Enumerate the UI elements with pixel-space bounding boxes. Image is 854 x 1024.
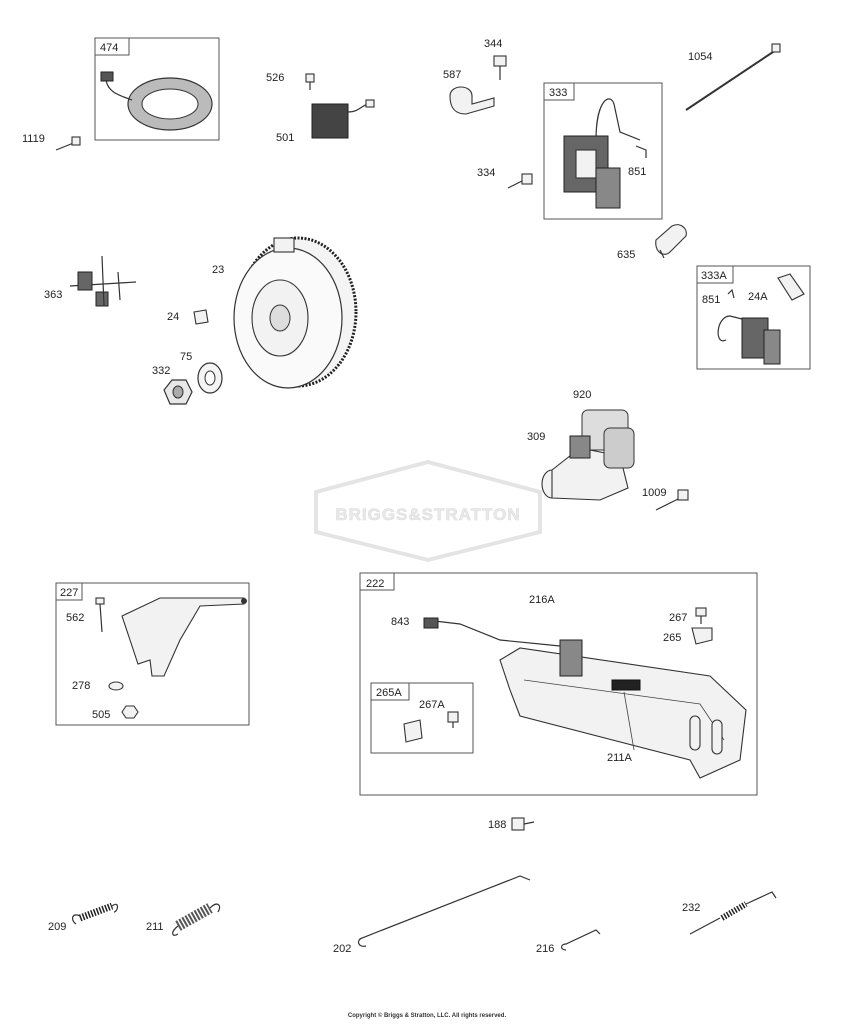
label-211A: 211A <box>607 752 633 764</box>
label-587: 587 <box>443 69 461 81</box>
box-333 <box>543 82 663 220</box>
armature-333A-part[interactable] <box>717 273 805 365</box>
brand-watermark: BRIGGS&STRATTON <box>314 459 542 563</box>
label-75: 75 <box>180 351 192 363</box>
bracket-265A-part[interactable] <box>403 711 459 743</box>
spring-232-part[interactable] <box>689 891 777 935</box>
washer-278-part[interactable] <box>108 681 124 691</box>
key-24-part[interactable] <box>193 309 209 325</box>
box-label-333: 333 <box>549 87 567 99</box>
copyright-notice: Copyright © Briggs & Stratton, LLC. All … <box>347 1013 507 1019</box>
box-222 <box>359 572 758 796</box>
bolt-1119-part[interactable] <box>55 136 81 151</box>
link-rod-202-part[interactable] <box>357 875 531 947</box>
label-344: 344 <box>484 38 502 50</box>
label-211: 211 <box>146 921 164 933</box>
label-232: 232 <box>682 902 700 914</box>
label-267: 267 <box>669 612 687 624</box>
flywheel-23-part[interactable] <box>233 236 358 389</box>
label-23: 23 <box>212 264 224 276</box>
link-rod-216-part[interactable] <box>560 929 601 951</box>
spring-211-part[interactable] <box>172 903 221 936</box>
label-209: 209 <box>48 921 66 933</box>
washer-75-part[interactable] <box>197 362 223 394</box>
label-24: 24 <box>167 311 179 323</box>
label-188: 188 <box>488 819 506 831</box>
label-843: 843 <box>391 616 409 628</box>
label-332: 332 <box>152 365 170 377</box>
label-309: 309 <box>527 431 545 443</box>
label-851: 851 <box>628 166 646 178</box>
label-1119: 1119 <box>22 133 45 145</box>
label-851b: 851 <box>702 294 720 306</box>
box-label-333A: 333A <box>701 270 727 282</box>
stator-part[interactable] <box>100 71 213 131</box>
cable-tie-1054-part[interactable] <box>685 43 781 111</box>
label-505: 505 <box>92 709 110 721</box>
armature-333-part[interactable] <box>563 98 641 209</box>
box-227 <box>55 582 250 726</box>
clip-851-part[interactable] <box>635 145 647 158</box>
screw-526-part[interactable] <box>305 73 315 90</box>
label-526: 526 <box>266 72 284 84</box>
spark-plug-boot-635-part[interactable] <box>655 224 687 259</box>
bracket-227-part[interactable] <box>121 597 247 677</box>
box-474 <box>94 37 220 141</box>
governor-control-222-part[interactable] <box>423 607 747 779</box>
clamp-587-part[interactable] <box>449 86 495 115</box>
label-363: 363 <box>44 289 62 301</box>
box-label-265A: 265A <box>376 687 402 699</box>
screw-344-part[interactable] <box>493 55 507 80</box>
label-216A: 216A <box>529 594 555 606</box>
label-562: 562 <box>66 612 84 624</box>
nut-332-part[interactable] <box>163 379 193 405</box>
box-label-227: 227 <box>60 587 78 599</box>
nut-505-part[interactable] <box>121 705 139 719</box>
label-278: 278 <box>72 680 90 692</box>
puller-363-part[interactable] <box>69 255 137 307</box>
label-501: 501 <box>276 132 294 144</box>
box-label-474: 474 <box>100 42 118 54</box>
watermark-text: BRIGGS&STRATTON <box>335 505 520 524</box>
bolt-1009-part[interactable] <box>655 489 689 511</box>
label-24A: 24A <box>748 291 768 303</box>
screw-334-part[interactable] <box>507 173 533 189</box>
starter-motor-309-part[interactable] <box>541 409 635 501</box>
box-label-222: 222 <box>366 578 384 590</box>
label-635: 635 <box>617 249 635 261</box>
label-202: 202 <box>333 943 351 955</box>
label-334: 334 <box>477 167 495 179</box>
label-920: 920 <box>573 389 591 401</box>
label-265: 265 <box>663 632 681 644</box>
label-267A: 267A <box>419 699 445 711</box>
label-216: 216 <box>536 943 554 955</box>
label-1009: 1009 <box>642 487 666 499</box>
spring-209-part[interactable] <box>71 902 119 925</box>
box-333A <box>696 265 811 370</box>
screw-562-part[interactable] <box>95 597 105 633</box>
box-265A <box>370 682 474 754</box>
screw-188-part[interactable] <box>511 817 535 831</box>
regulator-501-part[interactable] <box>311 99 375 139</box>
label-1054: 1054 <box>688 51 712 63</box>
